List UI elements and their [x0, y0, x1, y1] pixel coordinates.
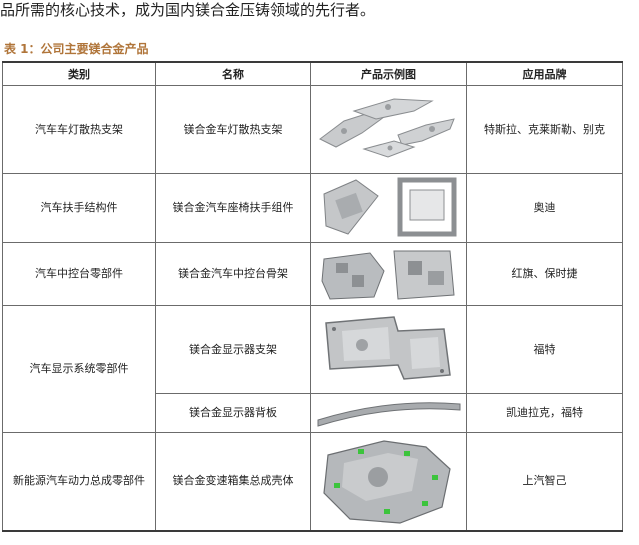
header-image: 产品示例图 [310, 61, 467, 86]
armrest-image [322, 177, 456, 237]
table-row: 镁合金显示器背板 凯迪拉克，福特 [3, 393, 623, 433]
cell-brand: 上汽智己 [466, 432, 623, 532]
table-row: 汽车中控台零部件 镁合金汽车中控台骨架 红旗、保时捷 [2, 242, 623, 306]
cell-brand: 特斯拉、克莱斯勒、别克 [466, 85, 623, 174]
table-header-row: 类别 名称 产品示例图 应用品牌 [2, 61, 623, 86]
display-bracket-image [324, 315, 451, 380]
display-backplate-image [317, 402, 460, 427]
cell-brand: 福特 [466, 305, 623, 394]
cell-brand: 凯迪拉克，福特 [466, 393, 623, 433]
table-row: 汽车车灯散热支架 镁合金车灯散热支架 特斯拉、克莱斯勒、别克 [2, 85, 623, 174]
cell-brand: 奥迪 [466, 173, 623, 243]
cell-name: 镁合金汽车座椅扶手组件 [155, 173, 311, 243]
table-row: 新能源汽车动力总成零部件 镁合金变速箱集总成壳体 上汽智己 [2, 432, 623, 532]
cell-name: 镁合金显示器支架 [155, 305, 311, 394]
header-category: 类别 [2, 61, 156, 86]
table-caption: 表 1：公司主要镁合金产品 [4, 42, 149, 56]
cell-name: 镁合金显示器背板 [155, 393, 311, 433]
header-name: 名称 [155, 61, 311, 86]
table-row: 汽车显示系统零部件 镁合金显示器支架 福特 [2, 305, 623, 433]
lamp-bracket-image [318, 97, 455, 158]
cell-brand: 红旗、保时捷 [466, 242, 623, 306]
cell-category: 新能源汽车动力总成零部件 [2, 432, 156, 532]
cell-name: 镁合金变速箱集总成壳体 [155, 432, 311, 532]
cell-category: 汽车扶手结构件 [2, 173, 156, 243]
cell-category: 汽车车灯散热支架 [2, 85, 156, 174]
product-table: 类别 名称 产品示例图 应用品牌 汽车车灯散热支架 镁合金车灯散热支架 特斯拉、… [2, 61, 623, 532]
intro-text: 品所需的核心技术，成为国内镁合金压铸领域的先行者。 [0, 1, 376, 19]
header-brand: 应用品牌 [466, 61, 623, 86]
table-row: 汽车扶手结构件 镁合金汽车座椅扶手组件 奥迪 [2, 173, 623, 243]
cell-name: 镁合金汽车中控台骨架 [155, 242, 311, 306]
cell-category: 汽车显示系统零部件 [2, 305, 156, 433]
cell-name: 镁合金车灯散热支架 [155, 85, 311, 174]
gearbox-housing-image [322, 440, 451, 524]
console-frame-image [320, 250, 455, 300]
cell-category: 汽车中控台零部件 [2, 242, 156, 306]
